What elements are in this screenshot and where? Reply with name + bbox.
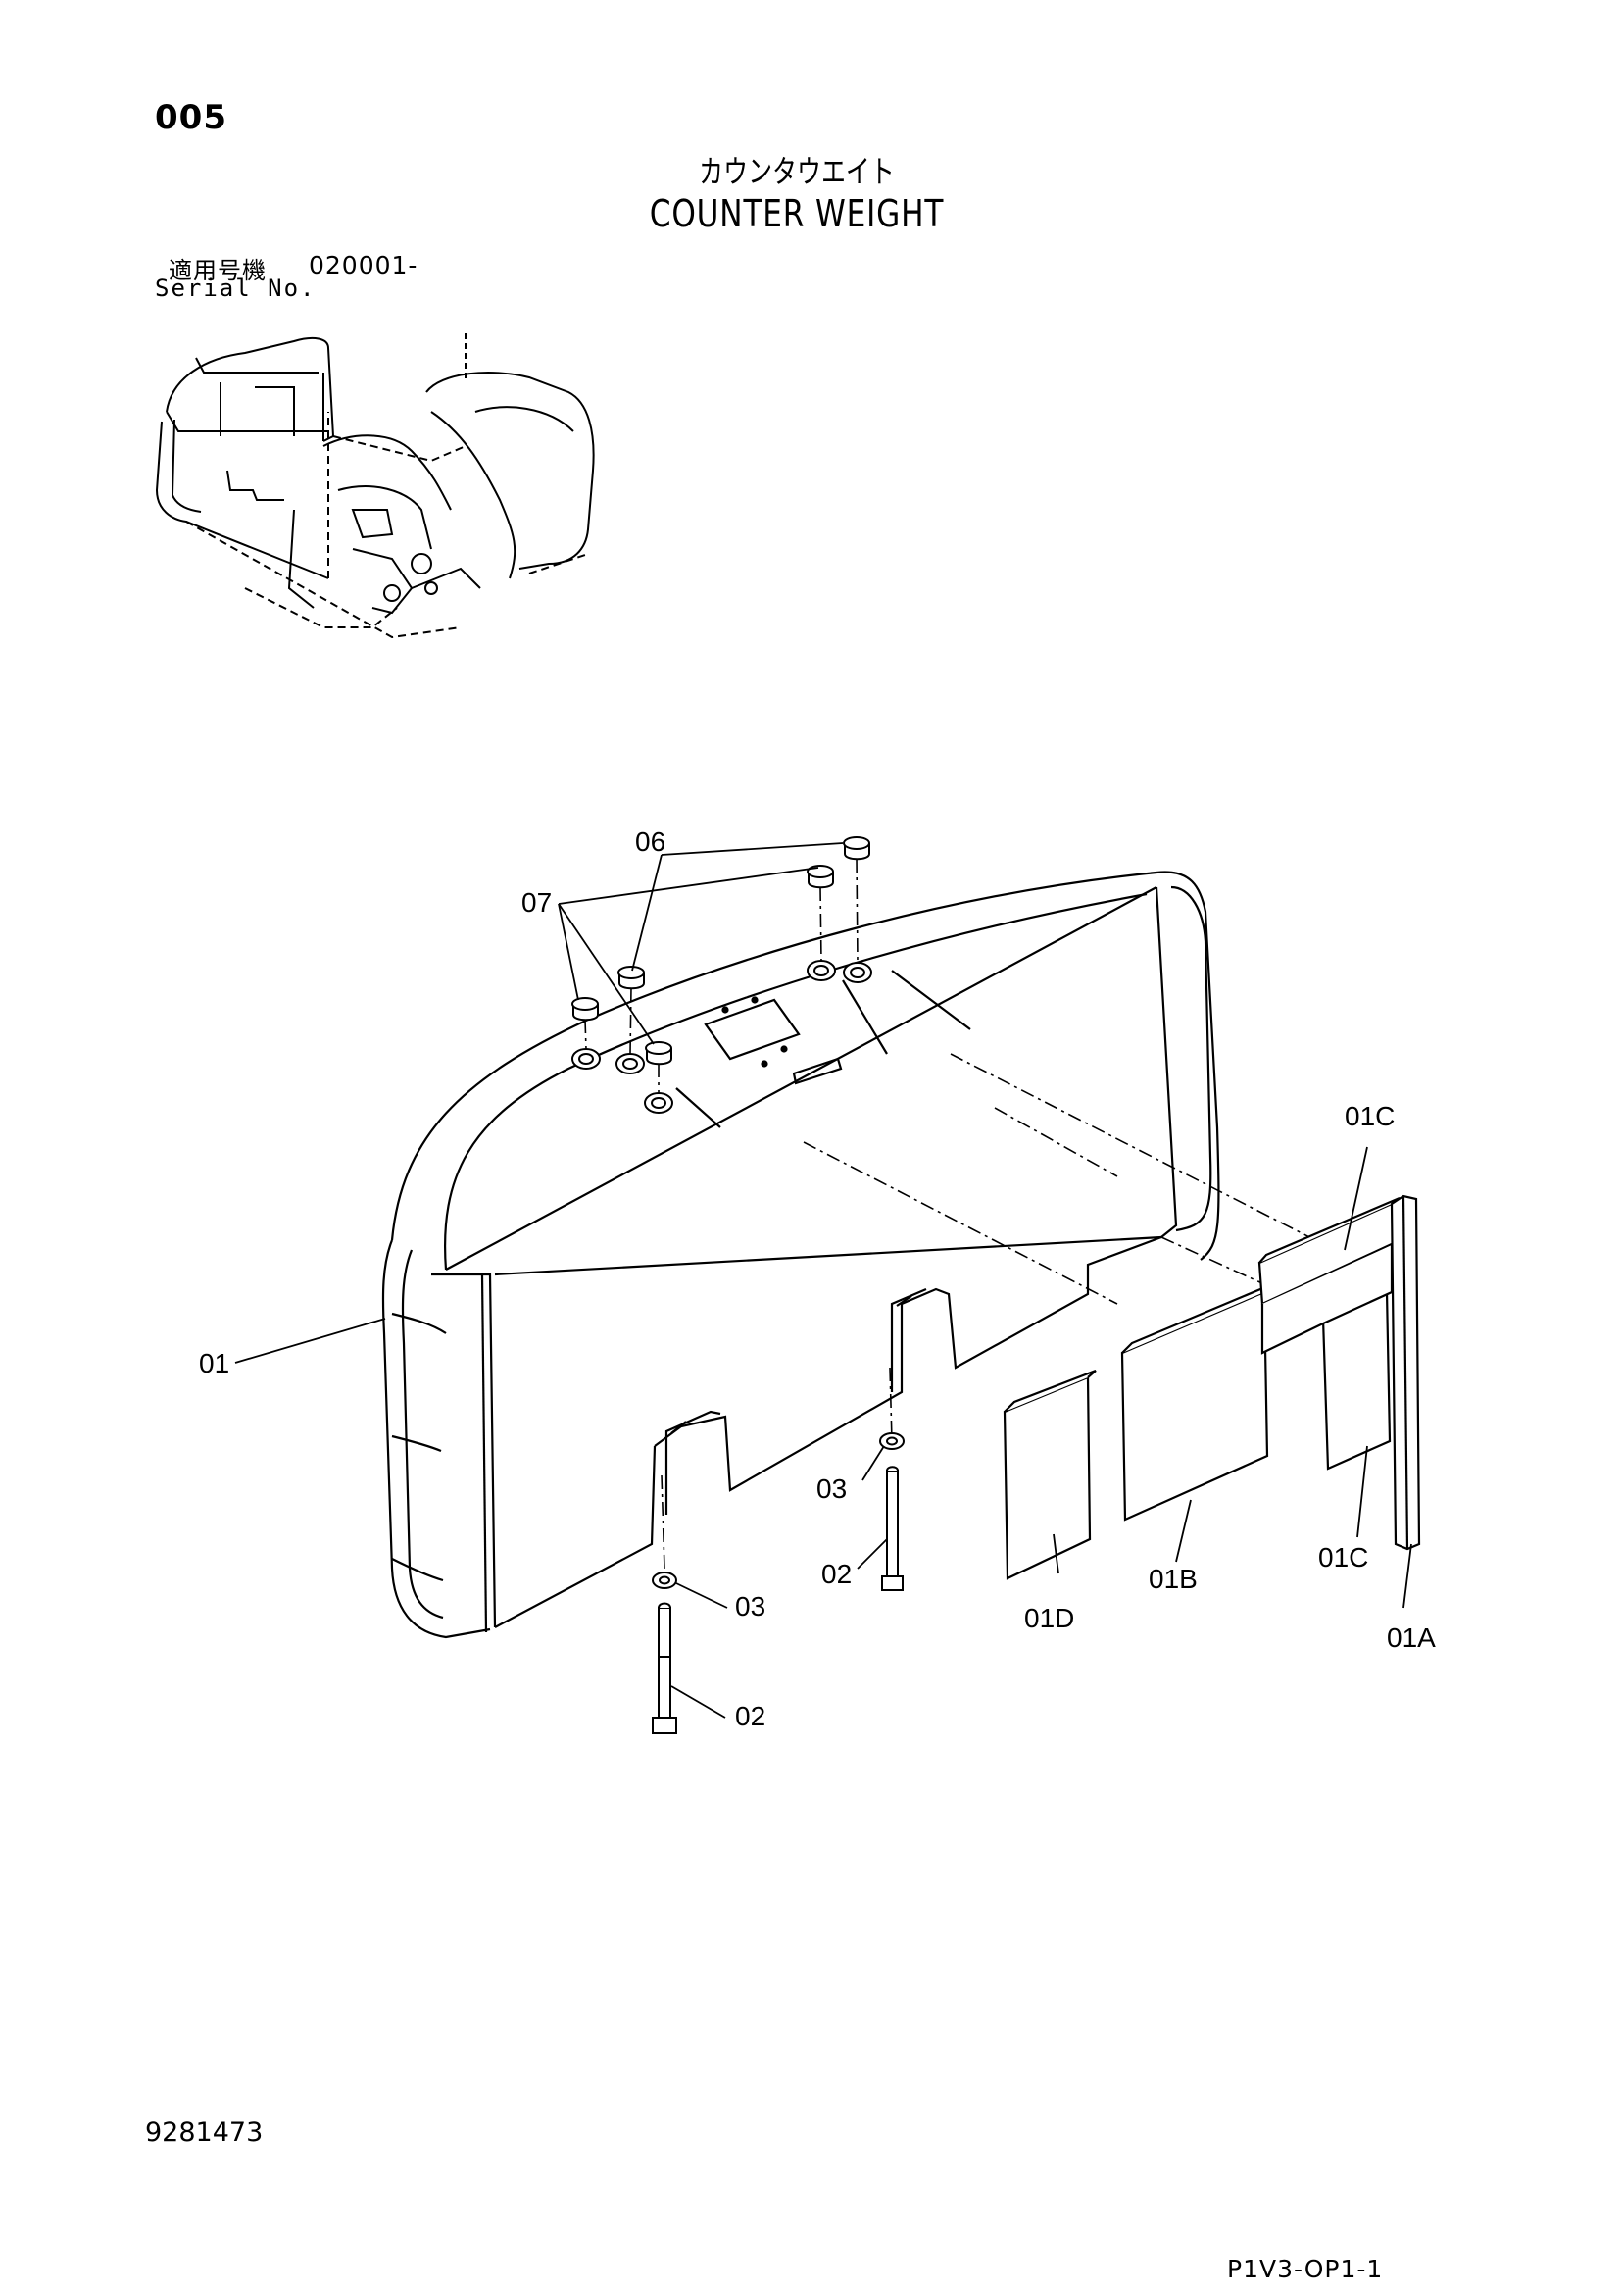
callout-01C-bottom: 01C: [1318, 1542, 1368, 1572]
document-number: 9281473: [145, 2118, 264, 2148]
callout-02-mid: 02: [821, 1559, 852, 1589]
serial-range: 020001-: [309, 251, 418, 279]
counterweight-top-outer: [390, 871, 1220, 1261]
title-english: COUNTER WEIGHT: [649, 192, 945, 235]
serial-label-japanese: 適用号機: [169, 257, 267, 284]
callout-02-low: 02: [735, 1701, 765, 1731]
callout-06: 06: [635, 826, 665, 857]
callout-03-mid: 03: [816, 1473, 847, 1504]
plate-01D: [1003, 1375, 1092, 1580]
counterweight-top-inner: [444, 892, 1148, 1271]
callout-01A: 01A: [1387, 1622, 1436, 1653]
serial-label-english: Serial No.: [155, 275, 317, 302]
page-code: 005: [155, 98, 227, 137]
callout-01: 01: [199, 1348, 229, 1378]
page-reference: P1V3-OP1-1: [1227, 2255, 1384, 2283]
callout-01B: 01B: [1149, 1564, 1198, 1594]
callout-01D: 01D: [1024, 1603, 1074, 1633]
callout-01C-top: 01C: [1345, 1101, 1395, 1131]
counterweight-body-curve: [381, 1239, 491, 1639]
plate-01B: [1120, 1290, 1269, 1522]
callout-07: 07: [521, 887, 552, 918]
title-japanese: カウンタウエイト: [699, 153, 895, 190]
counterweight-front-face: [494, 1235, 1162, 1276]
callout-03-low: 03: [735, 1591, 765, 1622]
